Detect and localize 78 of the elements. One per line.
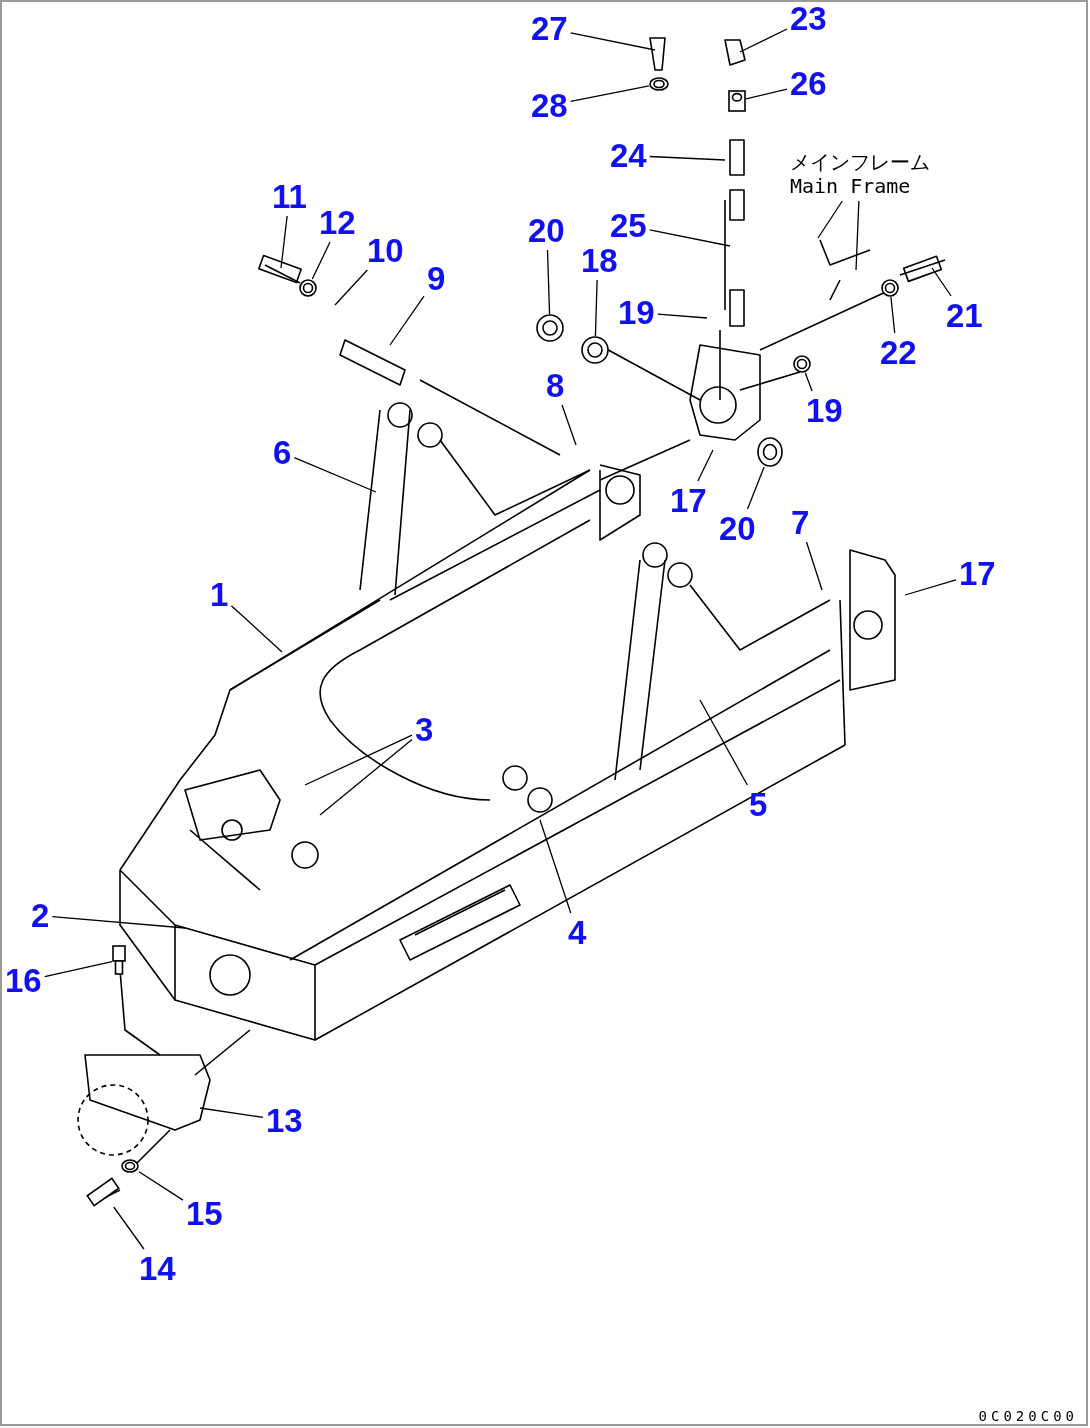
leader-line xyxy=(51,915,186,929)
callout-number: 1 xyxy=(210,578,229,611)
callout-number: 24 xyxy=(610,139,647,172)
callout-number: 17 xyxy=(670,484,707,517)
callout-number: 22 xyxy=(880,336,917,369)
callout-number: 12 xyxy=(319,206,356,239)
leader-line xyxy=(113,1206,145,1250)
snap-ring-drawing xyxy=(757,437,783,467)
leader-line xyxy=(594,279,598,337)
leader-line xyxy=(561,404,577,446)
callout-number: 18 xyxy=(581,244,618,277)
leader-line xyxy=(138,1171,184,1201)
leader-line xyxy=(334,269,368,306)
callout-number: 13 xyxy=(266,1104,303,1137)
callout-number: 16 xyxy=(5,964,42,997)
leader-line xyxy=(746,466,765,510)
leader-line xyxy=(699,699,748,786)
callout-number: 11 xyxy=(272,180,307,213)
callout-number: 9 xyxy=(427,262,446,295)
callout-number: 6 xyxy=(273,436,292,469)
washer-drawing xyxy=(299,279,317,297)
leader-line xyxy=(904,579,957,596)
snap-ring-drawing xyxy=(536,314,564,342)
callout-number: 28 xyxy=(531,89,568,122)
leader-line xyxy=(199,1107,264,1118)
callout-number: 19 xyxy=(806,394,843,427)
leader-line xyxy=(649,229,731,247)
leader-line xyxy=(931,267,952,297)
callout-number: 8 xyxy=(546,369,565,402)
callout-number: 5 xyxy=(749,788,768,821)
callout-number: 10 xyxy=(367,234,404,267)
leader-line xyxy=(657,313,708,319)
leader-line xyxy=(44,960,113,978)
callout-number: 15 xyxy=(186,1197,223,1230)
callout-number: 14 xyxy=(139,1252,176,1285)
callout-number: 3 xyxy=(415,713,434,746)
callout-number: 25 xyxy=(610,209,647,242)
leader-line xyxy=(539,819,572,914)
leader-line xyxy=(570,32,656,51)
callout-number: 23 xyxy=(790,2,827,35)
washer-drawing xyxy=(649,77,669,91)
bracket-drawing xyxy=(728,90,746,112)
leader-line xyxy=(311,241,331,280)
leader-line xyxy=(319,738,413,816)
callout-number: 19 xyxy=(618,296,655,329)
leader-line xyxy=(745,88,788,100)
washer-drawing xyxy=(121,1159,139,1173)
leader-line xyxy=(570,85,650,103)
leader-line xyxy=(280,215,288,269)
washer-drawing xyxy=(881,279,899,297)
plug-drawing xyxy=(793,355,811,373)
leader-line xyxy=(855,200,860,271)
callout-number: 2 xyxy=(31,899,50,932)
callout-number: 4 xyxy=(568,916,587,949)
leader-line xyxy=(805,541,823,591)
fitting-drawing xyxy=(112,945,126,975)
callout-number: 20 xyxy=(719,512,756,545)
bushing-drawing xyxy=(581,336,609,364)
leader-line xyxy=(890,296,896,334)
leader-line xyxy=(739,28,788,53)
leader-line xyxy=(293,457,377,493)
leader-line xyxy=(649,155,726,161)
frame-label: メインフレーム xyxy=(790,150,930,174)
leader-line xyxy=(804,372,813,392)
leader-line xyxy=(230,605,283,653)
leader-line xyxy=(546,249,551,315)
callout-number: 20 xyxy=(528,214,565,247)
frame-label: Main Frame xyxy=(790,174,912,198)
leader-line xyxy=(697,449,714,482)
leader-line xyxy=(304,734,413,786)
callout-number: 7 xyxy=(791,506,810,539)
leader-line xyxy=(817,200,843,239)
callout-number: 21 xyxy=(946,299,983,332)
callout-number: 27 xyxy=(531,12,568,45)
callout-number: 26 xyxy=(790,67,827,100)
callout-number: 17 xyxy=(959,557,996,590)
leader-line xyxy=(389,295,425,346)
drawing-code: 0C020C00 xyxy=(978,1408,1078,1424)
